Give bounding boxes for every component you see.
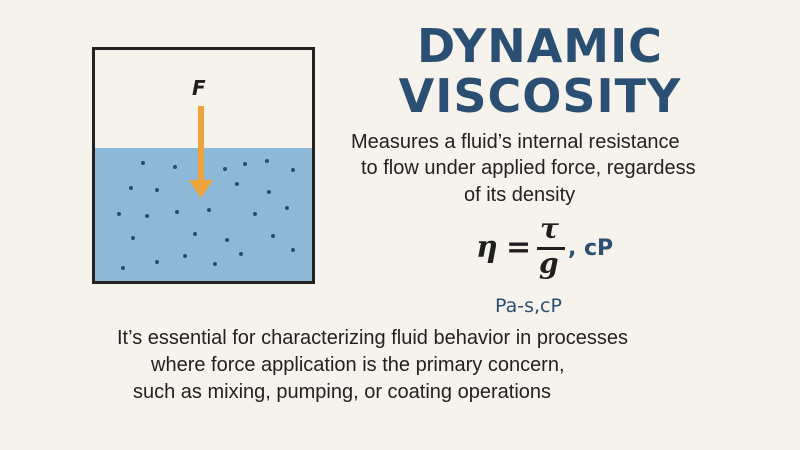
note-line-2: where force application is the primary c… — [151, 354, 565, 376]
formula-denominator: g — [539, 247, 559, 280]
description-line-1: Measures a fluid’s internal resistance — [351, 131, 680, 153]
formula-unit: , cP — [568, 236, 614, 261]
fluid-particle — [121, 266, 125, 270]
formula-eta: η — [476, 230, 498, 265]
force-arrow-head-icon — [189, 180, 213, 198]
fluid-particle — [183, 254, 187, 258]
fluid-particle — [145, 214, 149, 218]
fluid-particle — [267, 190, 271, 194]
force-label: F — [192, 76, 206, 100]
fluid-particle — [291, 168, 295, 172]
fluid-particle — [173, 165, 177, 169]
note-line-1: It’s essential for characterizing fluid … — [117, 327, 628, 349]
fluid-particle — [141, 161, 145, 165]
fluid-particle — [155, 188, 159, 192]
fluid-particle — [207, 208, 211, 212]
title-line-2: VISCOSITY — [398, 69, 682, 123]
fluid-container: F — [92, 47, 315, 284]
fluid-particle — [285, 206, 289, 210]
title-line-1: DYNAMIC — [417, 19, 663, 73]
fluid-particle — [129, 186, 133, 190]
fluid-particle — [131, 236, 135, 240]
fluid-particle — [223, 167, 227, 171]
fluid-particle — [155, 260, 159, 264]
units-label: Pa-s,cP — [495, 295, 562, 317]
fluid-particle — [243, 162, 247, 166]
formula-numerator: τ — [540, 212, 559, 245]
description-line-2: to flow under applied force, regardess — [361, 157, 696, 179]
fluid-particle — [235, 182, 239, 186]
note-line-3: such as mixing, pumping, or coating oper… — [133, 381, 552, 403]
fluid-particle — [117, 212, 121, 216]
fluid-particle — [253, 212, 257, 216]
fluid-particle — [225, 238, 229, 242]
fluid-particle — [175, 210, 179, 214]
fluid-particle — [239, 252, 243, 256]
description-line-3: of its density — [464, 184, 576, 206]
fluid-particle — [291, 248, 295, 252]
fluid-particle — [213, 262, 217, 266]
fluid-particle — [265, 159, 269, 163]
formula-fraction-bar — [537, 247, 565, 250]
fluid-particle — [193, 232, 197, 236]
force-arrow-shaft — [198, 106, 204, 182]
formula-equals: = — [506, 230, 532, 265]
fluid-particle — [271, 234, 275, 238]
